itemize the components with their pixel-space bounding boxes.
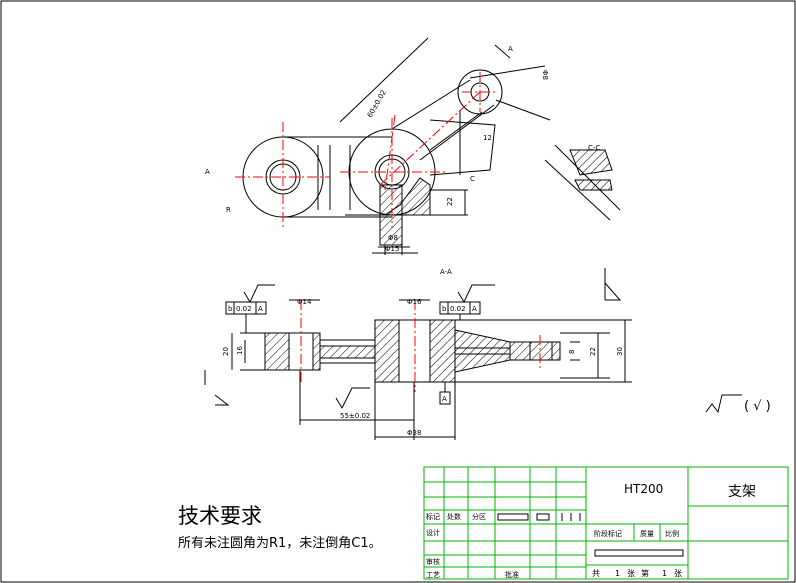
- section-cc-label: C-C: [588, 144, 600, 152]
- tech-requirements-line: 所有未注圆角为R1，未注倒角C1。: [178, 536, 382, 551]
- top-view: [242, 37, 621, 255]
- dim-right-bore: Φ16: [407, 298, 422, 306]
- tol-left-symbol: b: [228, 305, 233, 313]
- sheet-number: 1: [662, 569, 667, 578]
- dim-r: R: [226, 206, 231, 214]
- datum-letter: A: [442, 395, 447, 403]
- label-total: 共: [592, 569, 600, 578]
- dim-left-height: 20: [222, 347, 230, 356]
- label-sheets: 张: [627, 569, 635, 578]
- view-arrow-label-a: A: [205, 168, 210, 176]
- roughness-note: ( √ ): [744, 399, 771, 414]
- title-block-text: HT200 支架 标记 处数 分区 设计 审核 工艺 批准 阶段标记 质量 比例…: [426, 482, 756, 579]
- label-design: 设计: [426, 528, 440, 537]
- top-boss: [457, 69, 503, 115]
- top-view-centerlines: [235, 72, 498, 228]
- tol-left-value: 0.02: [236, 305, 252, 313]
- dim-bore-large: Φ15: [385, 245, 399, 253]
- dim-right-inner: 22: [589, 347, 597, 356]
- label-count: 处数: [447, 512, 461, 521]
- section-view: [204, 268, 742, 440]
- dim-c: C: [470, 175, 475, 183]
- dim-left-bore: Φ14: [297, 298, 312, 306]
- top-view-labels: A A 60±0.02 Φ8 Φ15 22 Φ8 C R C-C 12: [205, 45, 600, 253]
- dim-right-height: 30: [616, 347, 624, 356]
- label-mark: 标记: [426, 512, 440, 521]
- tol-right-symbol: b: [442, 305, 447, 313]
- section-title: A-A: [440, 268, 452, 276]
- label-approve: 批准: [505, 570, 519, 579]
- dim-bore-small: Φ8: [388, 234, 398, 242]
- label-stage: 阶段标记: [594, 529, 622, 538]
- section-centerlines: [300, 300, 541, 392]
- dim-height: 22: [446, 197, 454, 206]
- dim-outer: Φ38: [407, 429, 421, 437]
- label-scale: 比例: [665, 529, 679, 538]
- tol-left-datum: A: [258, 305, 263, 313]
- label-review: 审核: [426, 557, 440, 566]
- dim-slot: 8: [568, 350, 576, 354]
- dim-left-inner: 16: [236, 346, 244, 355]
- tech-requirements-title: 技术要求: [178, 504, 262, 528]
- section-labels: A-A Φ14 Φ16 20 16 30 22 8 55±0.02 Φ38 A …: [222, 268, 771, 437]
- title-block: [423, 466, 789, 580]
- tol-right-datum: A: [472, 305, 477, 313]
- label-process: 工艺: [426, 571, 440, 579]
- label-sheet: 第: [641, 568, 649, 578]
- tol-right-value: 0.02: [450, 305, 466, 313]
- label-weight: 质量: [640, 529, 654, 538]
- label-zone: 分区: [472, 512, 486, 521]
- dim-boss-dia: Φ8: [541, 70, 549, 80]
- total-count: 1: [615, 569, 620, 578]
- dim-center-distance: 60±0.02: [366, 89, 388, 119]
- material: HT200: [624, 482, 663, 496]
- part-name: 支架: [728, 484, 756, 500]
- dim-arm: 12: [483, 134, 492, 142]
- label-sheets-2: 张: [674, 569, 682, 578]
- dim-distance: 55±0.02: [340, 412, 370, 420]
- view-arrow-label-a2: A: [508, 45, 513, 53]
